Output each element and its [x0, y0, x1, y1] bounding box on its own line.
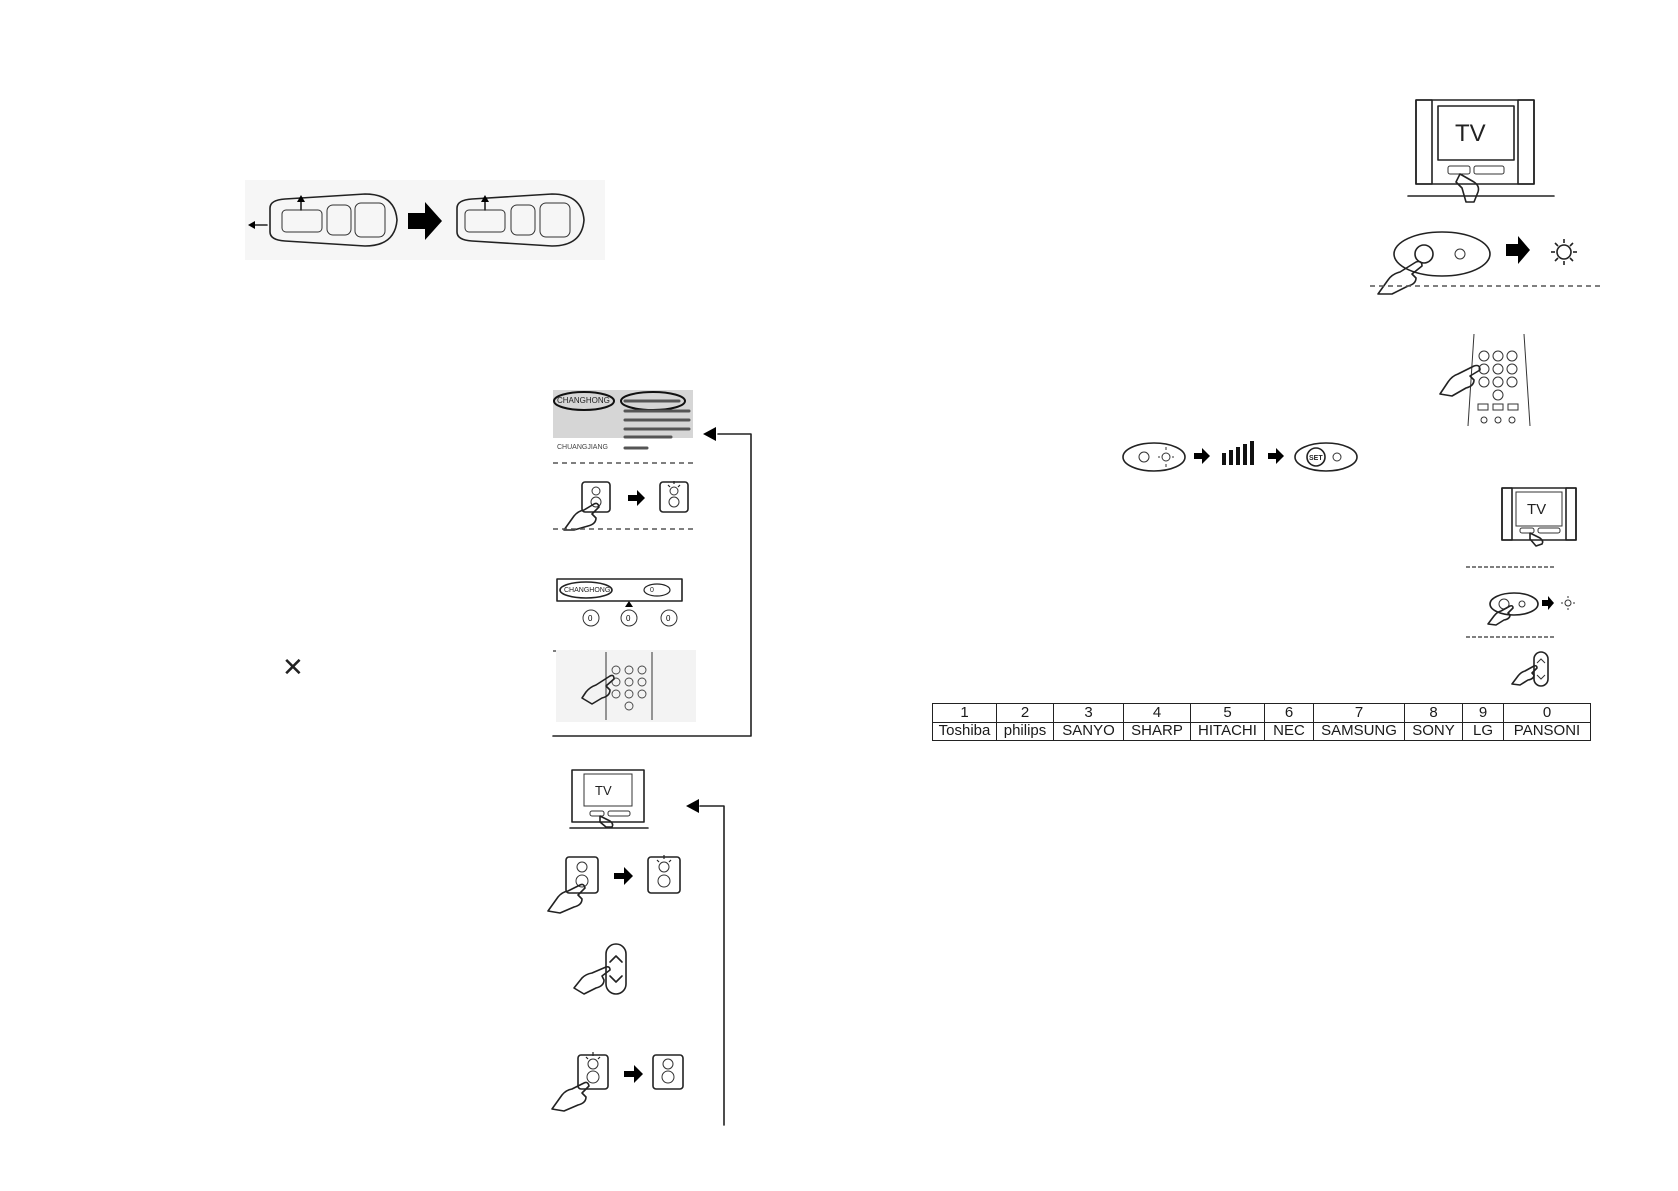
- table-cell: SHARP: [1123, 721, 1191, 741]
- code-list-panel: CHANGHONG CHUANGJIANG: [553, 390, 693, 452]
- set-label: SET: [1309, 455, 1323, 462]
- table-cell: 7: [1313, 703, 1405, 723]
- table-cell: NEC: [1264, 721, 1314, 741]
- table-cell: SONY: [1404, 721, 1463, 741]
- close-icon: ✕: [282, 652, 304, 682]
- tv-label-small: TV: [1527, 501, 1546, 518]
- code-entry-panel: CHANGHONG 0 0 0 0: [556, 577, 684, 641]
- table-cell: 9: [1462, 703, 1504, 723]
- power-button-step: [1370, 222, 1600, 302]
- separator: [1466, 636, 1556, 638]
- brand-name-changhong: CHANGHONG: [564, 587, 611, 594]
- table-cell: 6: [1264, 703, 1314, 723]
- tv-label-large: TV: [1455, 120, 1486, 147]
- table-cell: Toshiba: [932, 721, 997, 741]
- code-number-lines: [623, 399, 691, 450]
- press-button-step-3: [548, 1052, 688, 1113]
- code-digit-1: 0: [588, 614, 593, 623]
- signal-bars-icon: [1222, 441, 1254, 465]
- code-digit-3: 0: [666, 614, 671, 623]
- loop-back-arrow: [552, 425, 763, 740]
- table-cell: 5: [1190, 703, 1265, 723]
- brand-name-changhong: CHANGHONG: [557, 396, 610, 405]
- brand-code-table: 1 2 3 4 5 6 7 8 9 0 Toshiba philips SANY…: [932, 703, 1591, 741]
- code-digit-2: 0: [626, 614, 631, 623]
- tv-label: TV: [595, 783, 612, 798]
- arrow-icon: [1194, 448, 1210, 464]
- separator: [1466, 566, 1556, 568]
- arrow-icon: [1268, 448, 1284, 464]
- code-display: 0: [650, 587, 654, 594]
- brand-name-chuangjiang: CHUANGJIANG: [557, 444, 608, 451]
- remote-open-icon: [248, 193, 398, 247]
- arrow-icon: [624, 1065, 643, 1083]
- channel-rocker-figure-small: [1510, 650, 1554, 690]
- table-cell: 3: [1053, 703, 1124, 723]
- table-row-brands: Toshiba philips SANYO SHARP HITACHI NEC …: [932, 721, 1591, 741]
- right-arrow-icon: [408, 202, 442, 240]
- table-cell: philips: [996, 721, 1054, 741]
- keypad-press-figure: [556, 650, 696, 722]
- table-cell: LG: [1462, 721, 1504, 741]
- table-cell: 2: [996, 703, 1054, 723]
- table-cell: 8: [1404, 703, 1463, 723]
- tv-figure-small: TV: [1500, 486, 1580, 548]
- keypad-press-figure-right: [1434, 332, 1534, 428]
- tv-figure: TV: [569, 769, 650, 830]
- press-button-step-1: [560, 478, 695, 534]
- arrow-icon: [614, 867, 633, 885]
- remote-closed-icon: [456, 193, 585, 247]
- table-cell: 0: [1503, 703, 1591, 723]
- arrow-icon: [628, 490, 645, 506]
- table-cell: 4: [1123, 703, 1191, 723]
- table-cell: PANSONI: [1503, 721, 1591, 741]
- power-button-step-small: [1484, 586, 1580, 628]
- loop-back-arrow: [678, 797, 730, 1127]
- battery-install-figure: [245, 180, 605, 260]
- tv-figure-large: TV: [1407, 98, 1555, 210]
- table-row-numbers: 1 2 3 4 5 6 7 8 9 0: [932, 703, 1591, 723]
- arrow-icon: [1542, 596, 1554, 610]
- table-cell: HITACHI: [1190, 721, 1265, 741]
- signal-sequence-figure: SET: [1122, 437, 1362, 477]
- table-cell: SAMSUNG: [1313, 721, 1405, 741]
- channel-rocker-figure: [572, 940, 632, 1000]
- arrow-icon: [1506, 236, 1530, 264]
- press-button-step-2: [547, 855, 688, 915]
- table-cell: 1: [932, 703, 997, 723]
- table-cell: SANYO: [1053, 721, 1124, 741]
